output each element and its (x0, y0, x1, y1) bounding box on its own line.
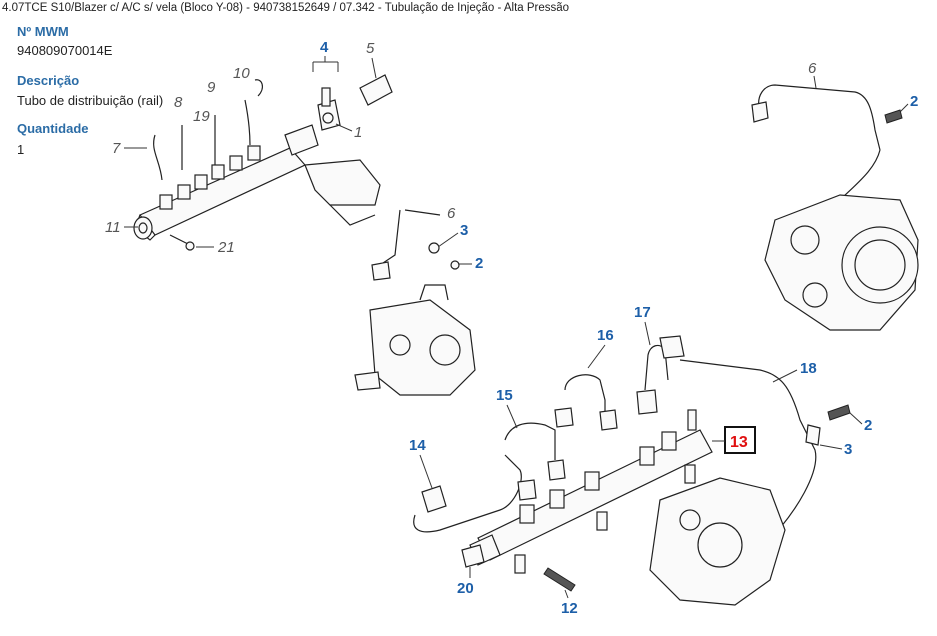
svg-text:2: 2 (910, 93, 918, 110)
svg-text:1: 1 (354, 124, 362, 141)
svg-text:8: 8 (174, 94, 183, 111)
callout-13[interactable]: 13 (730, 434, 748, 451)
breadcrumb: 4.07TCE S10/Blazer c/ A/C s/ vela (Bloco… (2, 2, 570, 14)
svg-text:4: 4 (320, 39, 329, 56)
svg-text:10: 10 (233, 65, 250, 82)
svg-text:12: 12 (561, 600, 578, 617)
svg-text:19: 19 (193, 108, 210, 125)
svg-text:6: 6 (808, 60, 817, 77)
svg-text:17: 17 (634, 304, 651, 321)
rail-assembly-main (413, 335, 851, 606)
mwm-number-value: 940809070014E (17, 43, 113, 58)
svg-text:3: 3 (460, 222, 468, 239)
svg-text:16: 16 (597, 327, 614, 344)
rail-assembly-top (133, 74, 393, 251)
svg-text:2: 2 (475, 255, 483, 272)
callouts-bottom: 14 15 16 17 18 2 3 20 12 13 (409, 304, 872, 617)
mwm-number-label: Nº MWM (17, 24, 69, 39)
pump-assembly-top: 4 6 3 2 (312, 39, 483, 396)
svg-text:2: 2 (864, 417, 872, 434)
svg-text:21: 21 (217, 239, 235, 256)
svg-text:14: 14 (409, 437, 426, 454)
quantity-label: Quantidade (17, 121, 89, 136)
svg-text:18: 18 (800, 360, 817, 377)
callouts-top-left: 7 8 9 19 10 11 21 1 5 (105, 40, 377, 256)
svg-text:11: 11 (105, 219, 121, 236)
quantity-value: 1 (17, 142, 25, 157)
svg-text:9: 9 (207, 79, 216, 96)
svg-text:3: 3 (844, 441, 852, 458)
description-label: Descrição (17, 73, 80, 88)
highlight-box-13[interactable] (724, 426, 756, 454)
svg-text:5: 5 (366, 40, 375, 57)
svg-text:7: 7 (112, 140, 121, 157)
description-value: Tubo de distribuição (rail) (17, 93, 164, 108)
svg-text:15: 15 (496, 387, 513, 404)
svg-text:20: 20 (457, 580, 474, 597)
pump-assembly-right: 6 2 (751, 60, 919, 331)
svg-text:6: 6 (447, 205, 456, 222)
